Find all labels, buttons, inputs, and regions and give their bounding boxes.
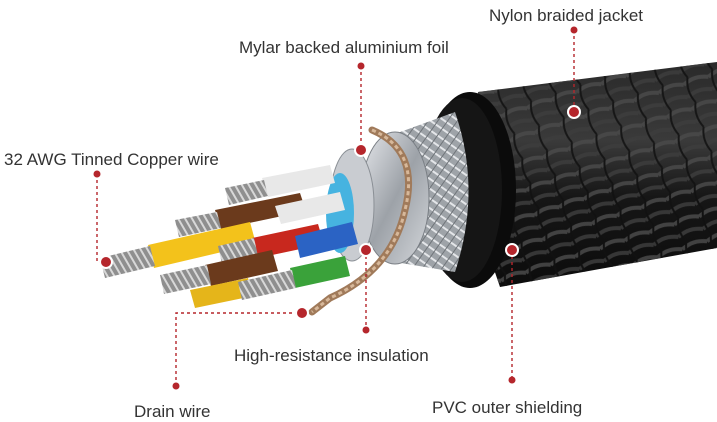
callout-lines [96, 30, 575, 386]
conductor-bundle [100, 165, 358, 308]
target-dot-pvc [505, 243, 519, 257]
target-dot-foil [354, 143, 368, 157]
aluminium-foil-layer [360, 112, 469, 272]
target-dot-awg [99, 255, 113, 269]
target-dot-nylon [567, 105, 581, 119]
nylon-braided-jacket [475, 62, 717, 287]
label-drain-wire: Drain wire [134, 402, 211, 421]
callout-dot-drain-end [172, 382, 180, 390]
label-pvc-outer-shielding: PVC outer shielding [432, 398, 583, 417]
callout-dots [93, 26, 578, 390]
callout-line-drain [175, 312, 302, 386]
callout-dot-foil-end [357, 62, 365, 70]
target-dot-drain [295, 306, 309, 320]
label-32-awg-copper-wire: 32 AWG Tinned Copper wire [4, 150, 219, 169]
callout-dot-nylon-end [570, 26, 578, 34]
callout-line-awg [96, 174, 106, 263]
callout-dot-insulation-end [362, 326, 370, 334]
label-mylar-aluminium-foil: Mylar backed aluminium foil [239, 38, 449, 57]
callout-dot-awg-end [93, 170, 101, 178]
drain-wire-coil [308, 126, 412, 316]
label-nylon-braided-jacket: Nylon braided jacket [489, 6, 644, 25]
callout-dot-pvc-end [508, 376, 516, 384]
target-dot-insulation [359, 243, 373, 257]
label-high-resistance-insulation: High-resistance insulation [234, 346, 429, 365]
callout-targets [99, 105, 581, 320]
